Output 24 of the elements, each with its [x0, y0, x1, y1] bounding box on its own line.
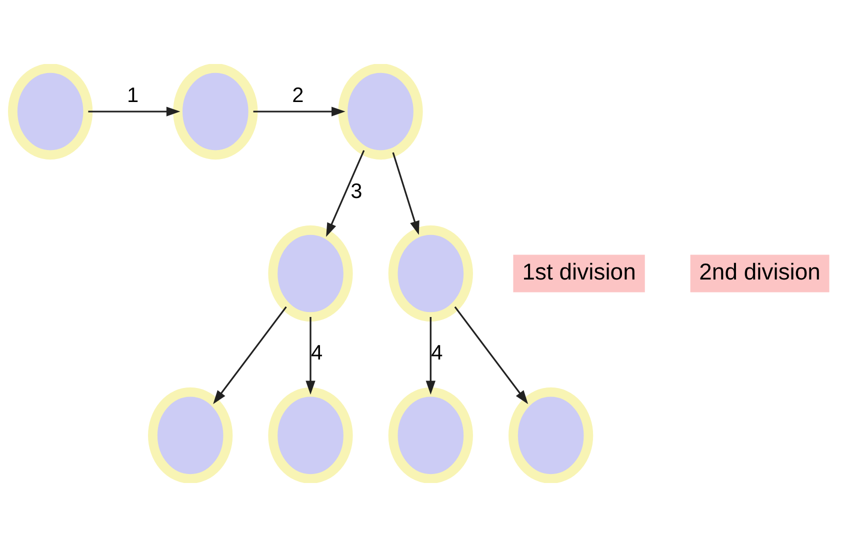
arrow [392, 152, 420, 235]
edge-label: 4 [431, 342, 443, 365]
arrow [88, 106, 180, 116]
node-circle [8, 64, 93, 160]
label: 2nd division [699, 258, 820, 284]
node-circle [268, 387, 353, 483]
node-circle [148, 387, 233, 483]
label: 1st division [522, 258, 636, 284]
node-circle [388, 387, 473, 483]
edge-label: 4 [310, 342, 323, 365]
arrow [213, 306, 287, 404]
node-circle [268, 225, 353, 322]
arrow [454, 306, 528, 404]
arrow [426, 316, 436, 395]
node-circle [388, 225, 473, 322]
node-circle [338, 64, 423, 160]
edge-label: 3 [350, 180, 362, 203]
arrow [253, 106, 346, 116]
edge-label: 2 [292, 84, 304, 108]
arrow [306, 316, 316, 395]
node-circle [508, 387, 594, 483]
node-circle [173, 64, 258, 160]
arrow [326, 150, 365, 237]
edge-label: 1 [127, 84, 139, 108]
